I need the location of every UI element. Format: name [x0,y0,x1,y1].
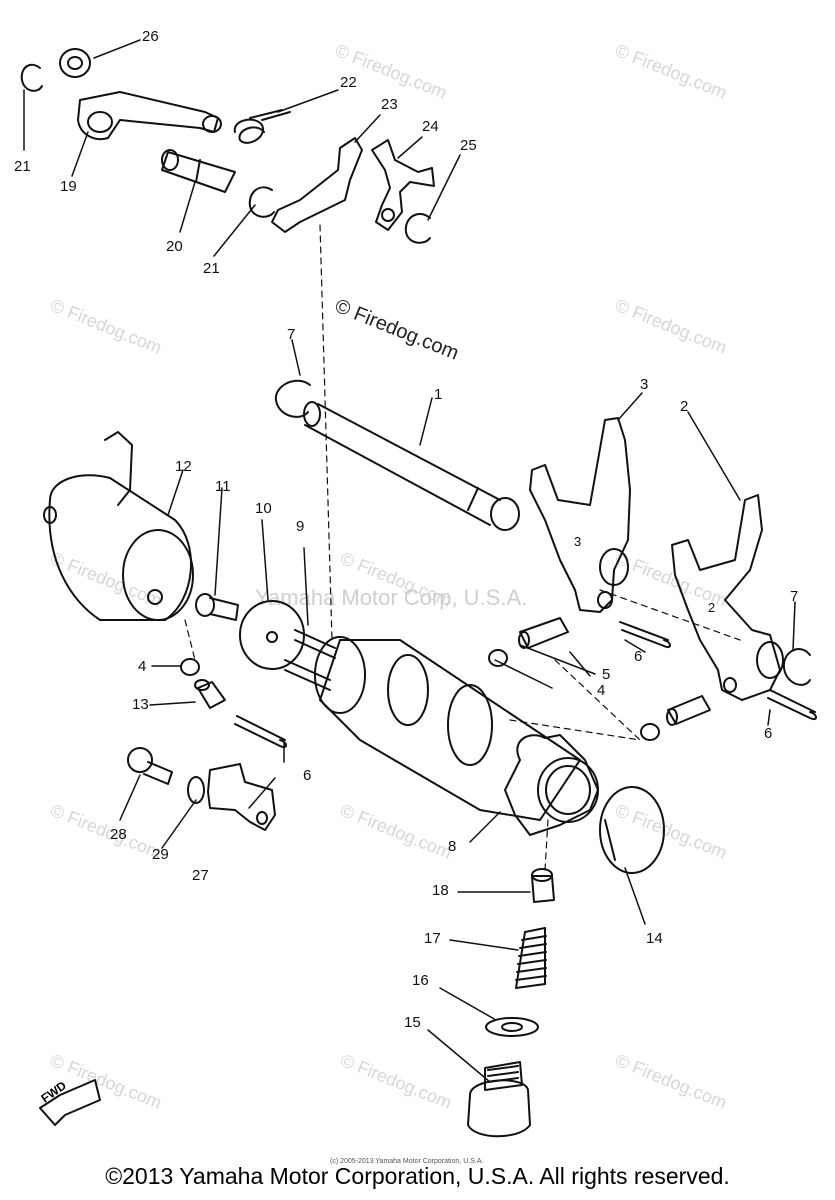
tiny-copyright: (c) 2005-2013 Yamaha Motor Corporation, … [330,1158,484,1165]
callout-28: 28 [110,826,127,843]
part-2-shift-fork [671,494,784,701]
part-3-shift-fork [529,417,631,613]
callout-4: 4 [138,658,147,675]
footer-copyright: ©2013 Yamaha Motor Corporation, U.S.A. A… [105,1163,730,1189]
part-6-cotter-pin [234,715,287,749]
callout-21: 21 [14,158,31,175]
part-1-shaft [303,401,520,531]
callout-8: 8 [448,838,457,855]
part-27-stopper [207,763,276,831]
callout-16: 16 [412,972,429,989]
part-8-shift-drum [314,636,599,836]
part-25-clip [404,213,431,244]
part-15-plug [467,1061,531,1138]
part-14-cover [599,786,665,874]
part-4-roller [488,649,508,667]
callout-3: 3 [640,376,649,393]
callout-23: 23 [381,96,398,113]
part-21-clip [248,186,275,218]
callout-7: 7 [790,588,799,605]
fork-mark-3: 3 [574,534,582,549]
part-6-cotter-pin [619,621,671,649]
part-28-bolt [127,747,173,785]
part-6-cotter-pin [767,689,817,721]
part-21-clip [20,63,43,92]
part-10-plate [239,600,305,670]
callout-18: 18 [432,882,449,899]
callout-6: 6 [634,648,643,665]
part-5-guide-pin [518,617,569,649]
alignment-lines [184,224,741,871]
callout-12: 12 [175,458,192,475]
fwd-arrow [39,1079,101,1126]
callout-15: 15 [404,1014,421,1031]
callout-5: 5 [602,666,611,683]
callout-29: 29 [152,846,169,863]
part-5-guide-pin [666,695,711,726]
callout-14: 14 [646,930,663,947]
part-23-bracket [271,137,363,233]
part-19-shift-arm [77,91,222,140]
part-24-plate [371,139,435,231]
fork-mark-2: 2 [708,600,716,615]
part-11-screw [195,593,239,621]
part-9-pins [284,629,336,691]
part-7-clip [782,648,811,686]
callout-27: 27 [192,867,209,884]
part-7-clip [274,379,311,418]
part-12-segment [43,431,194,621]
callout-26: 26 [142,28,159,45]
part-20-pin [161,149,236,193]
watermark-center: Yamaha Motor Corp, U.S.A. [255,585,528,610]
callout-2: 2 [680,398,689,415]
callout-20: 20 [166,238,183,255]
part-13-pin [194,679,226,709]
callout-11: 11 [215,478,231,495]
callout-13: 13 [132,696,149,713]
callout-21: 21 [203,260,220,277]
part-17-spring [515,927,547,989]
callout-9: 9 [296,518,305,535]
callout-17: 17 [424,930,441,947]
callout-6: 6 [764,725,773,742]
callout-22: 22 [340,74,357,91]
callout-6: 6 [303,767,312,784]
part-22-spring [233,109,291,144]
part-26-washer [59,48,91,78]
callout-7: 7 [287,326,296,343]
callout-25: 25 [460,137,477,154]
leader-lines [23,39,796,1083]
part-4-roller [640,723,660,741]
part-16-washer [485,1017,539,1037]
callout-19: 19 [60,178,77,195]
part-4-roller [180,658,200,676]
callout-1: 1 [434,386,443,403]
callout-10: 10 [255,500,272,517]
part-29-washer [187,776,205,804]
part-18-plunger [531,868,555,903]
callout-24: 24 [422,118,439,135]
callout-4: 4 [597,682,606,699]
